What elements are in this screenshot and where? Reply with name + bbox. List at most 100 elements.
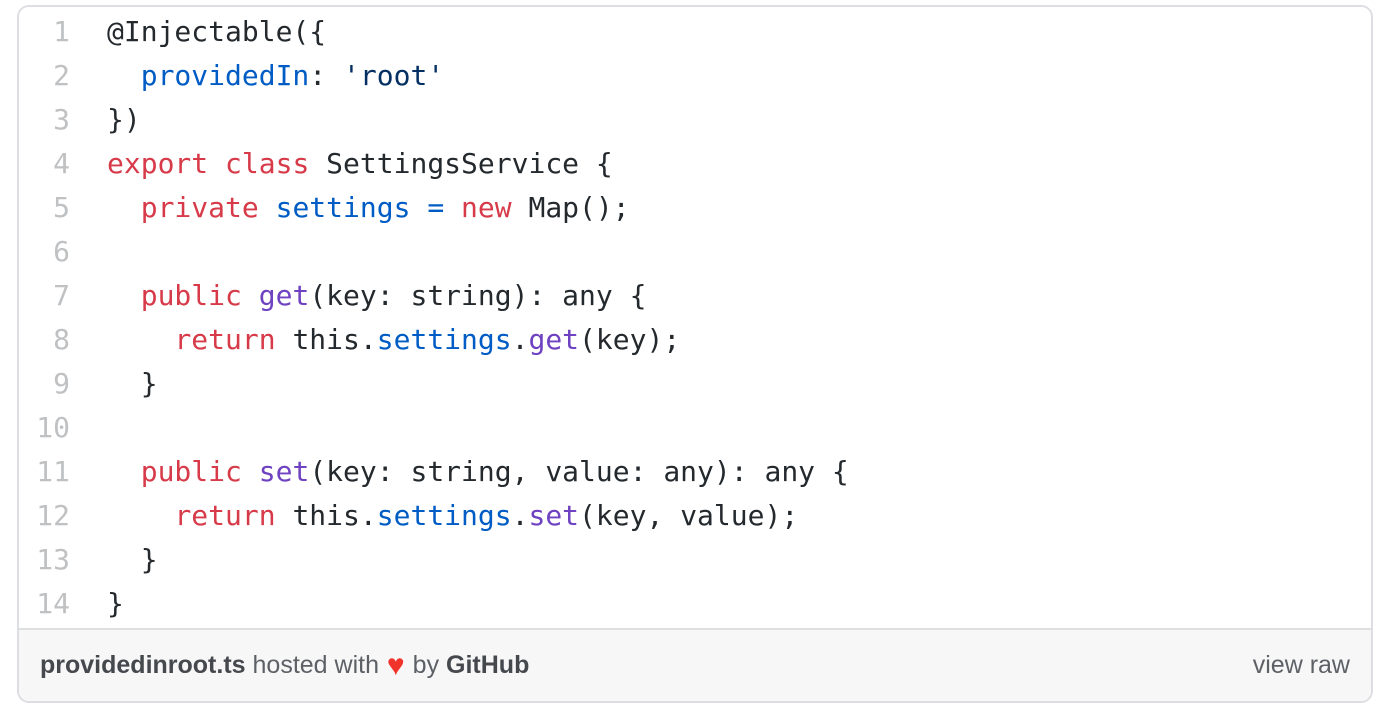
token-text: : [309, 59, 344, 92]
view-raw-link[interactable]: view raw [1252, 651, 1350, 679]
token-text [107, 191, 141, 224]
line-number: 7 [53, 279, 70, 312]
line-number: 2 [53, 59, 70, 92]
code-line: 11 public set(key: string, value: any): … [19, 450, 1371, 494]
code-text: private settings = new Map(); [70, 186, 1371, 230]
token-keyword: public [140, 455, 242, 488]
token-text [242, 455, 259, 488]
token-function: get [528, 323, 580, 356]
token-variable: providedIn [140, 59, 310, 92]
token-text [107, 59, 141, 92]
line-number: 8 [53, 323, 70, 356]
token-text [107, 279, 141, 312]
token-variable: settings [275, 191, 411, 224]
code-line: 3}) [19, 98, 1371, 142]
token-text: Map(); [511, 191, 630, 224]
token-keyword: return [174, 323, 276, 356]
code-line: 6 [19, 230, 1371, 274]
token-function: set [258, 455, 310, 488]
token-string: 'root' [343, 59, 445, 92]
line-number: 6 [53, 235, 70, 268]
token-text: (key); [579, 323, 681, 356]
token-text: @Injectable({ [107, 15, 327, 48]
gist-filename-link[interactable]: providedinroot.ts [40, 651, 246, 679]
line-number: 1 [53, 15, 70, 48]
token-text [208, 147, 225, 180]
code-line: 7 public get(key: string): any { [19, 274, 1371, 318]
code-text: public set(key: string, value: any): any… [70, 450, 1371, 494]
code-text: } [70, 538, 1371, 582]
line-number: 12 [36, 499, 70, 532]
token-text: (key, value); [579, 499, 799, 532]
code-text: return this.settings.set(key, value); [70, 494, 1371, 538]
token-variable: = [427, 191, 445, 224]
token-text [410, 191, 427, 224]
token-text: (key: string): any { [309, 279, 647, 312]
token-text [107, 499, 174, 532]
code-line: 8 return this.settings.get(key); [19, 318, 1371, 362]
code-text: public get(key: string): any { [70, 274, 1371, 318]
line-number: 10 [36, 411, 70, 444]
line-number: 3 [53, 103, 70, 136]
token-keyword: new [461, 191, 512, 224]
token-text: } [107, 367, 158, 400]
line-number: 11 [36, 455, 70, 488]
code-line: 10 [19, 406, 1371, 450]
token-text: SettingsService { [309, 147, 613, 180]
token-text [444, 191, 461, 224]
token-function: get [258, 279, 310, 312]
code-text: @Injectable({ [70, 10, 1371, 54]
code-text: }) [70, 98, 1371, 142]
hosted-with-text: hosted with [245, 651, 386, 679]
token-keyword: return [174, 499, 276, 532]
code-line: 14} [19, 582, 1371, 626]
code-line: 13 } [19, 538, 1371, 582]
line-number: 13 [36, 543, 70, 576]
github-link[interactable]: GitHub [446, 651, 530, 679]
token-text: . [511, 323, 529, 356]
token-text: }) [107, 103, 141, 136]
code-line: 2 providedIn: 'root' [19, 54, 1371, 98]
token-text [107, 323, 174, 356]
token-text: } [107, 587, 124, 620]
gist-footer-attribution: providedinroot.ts hosted with ♥ by GitHu… [40, 649, 530, 682]
token-text [259, 191, 276, 224]
token-keyword: export [107, 147, 209, 180]
token-text: . [511, 499, 529, 532]
code-text: } [70, 582, 1371, 626]
token-keyword: class [225, 147, 310, 180]
token-text [107, 455, 141, 488]
token-variable: settings [376, 499, 512, 532]
token-function: set [528, 499, 580, 532]
heart-icon: ♥ [386, 649, 405, 682]
code-text: providedIn: 'root' [70, 54, 1371, 98]
line-number: 5 [53, 191, 70, 224]
code-line: 5 private settings = new Map(); [19, 186, 1371, 230]
code-text: return this.settings.get(key); [70, 318, 1371, 362]
token-text: this. [275, 499, 377, 532]
token-variable: settings [376, 323, 512, 356]
code-line: 12 return this.settings.set(key, value); [19, 494, 1371, 538]
line-number: 14 [36, 587, 70, 620]
code-text [70, 230, 1371, 274]
token-text: this. [275, 323, 377, 356]
token-text: (key: string, value: any): any { [309, 455, 849, 488]
line-number: 4 [53, 147, 70, 180]
code-line: 1 @Injectable({ [19, 10, 1371, 54]
token-keyword: private [140, 191, 259, 224]
code-text: } [70, 362, 1371, 406]
code-text [70, 406, 1371, 450]
line-number: 9 [53, 367, 70, 400]
token-text [242, 279, 259, 312]
token-text: } [107, 543, 158, 576]
code-line: 9 } [19, 362, 1371, 406]
gist-footer: providedinroot.ts hosted with ♥ by GitHu… [19, 628, 1371, 701]
token-keyword: public [140, 279, 242, 312]
by-text: by [405, 651, 447, 679]
code-text: export class SettingsService { [70, 142, 1371, 186]
